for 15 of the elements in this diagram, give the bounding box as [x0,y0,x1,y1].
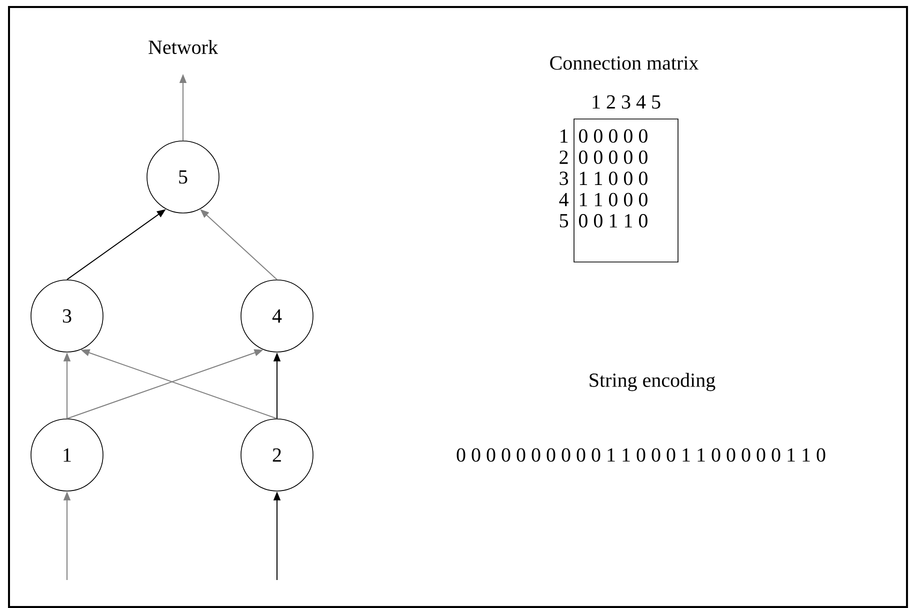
row-number: 3 [560,172,568,186]
panel-heading: String encoding [590,372,716,392]
matrix-row: 0 0 0 0 0 [578,150,648,164]
encoding-string: 0 0 0 0 0 0 0 0 0 0 1 1 0 0 0 1 1 0 0 0 0 0 1 1 0 [456,448,826,462]
row-number: 1 [560,129,568,143]
matrix-row: 0 0 1 1 0 [578,214,648,228]
matrix-row: 1 1 0 0 0 [580,172,648,186]
row-number: 4 [559,193,568,206]
panel-heading: Network [148,40,218,54]
matrix-row: 0 0 0 0 0 [578,129,648,143]
row-number: 5 [560,214,568,228]
row-number: 2 [560,150,568,164]
panel-heading: Connection matrix [550,56,698,70]
matrix-row: 1 1 0 0 0 [580,192,648,206]
column-numbers: 1 2 3 4 5 [592,95,660,109]
